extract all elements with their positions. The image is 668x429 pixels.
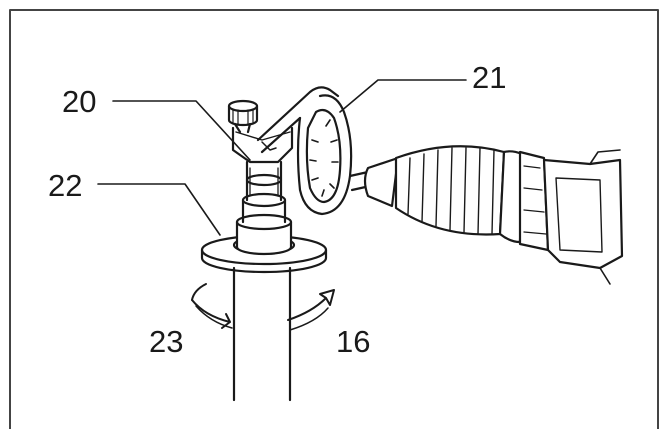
- callout-22: 22: [48, 168, 83, 203]
- wrench: [256, 86, 353, 216]
- callout-20: 20: [62, 84, 97, 119]
- leader-22: [97, 183, 221, 236]
- leader-20: [112, 100, 251, 161]
- leader-21: [339, 79, 467, 113]
- figure-frame: [9, 9, 659, 429]
- power-drill: [348, 145, 624, 285]
- callout-16: 16: [336, 324, 371, 359]
- callout-21: 21: [472, 60, 507, 95]
- leader-lines: [97, 79, 467, 236]
- shaft: [232, 266, 292, 402]
- tool-body: [227, 99, 294, 256]
- callout-23: 23: [149, 324, 184, 359]
- rotation-arrows: [191, 283, 335, 331]
